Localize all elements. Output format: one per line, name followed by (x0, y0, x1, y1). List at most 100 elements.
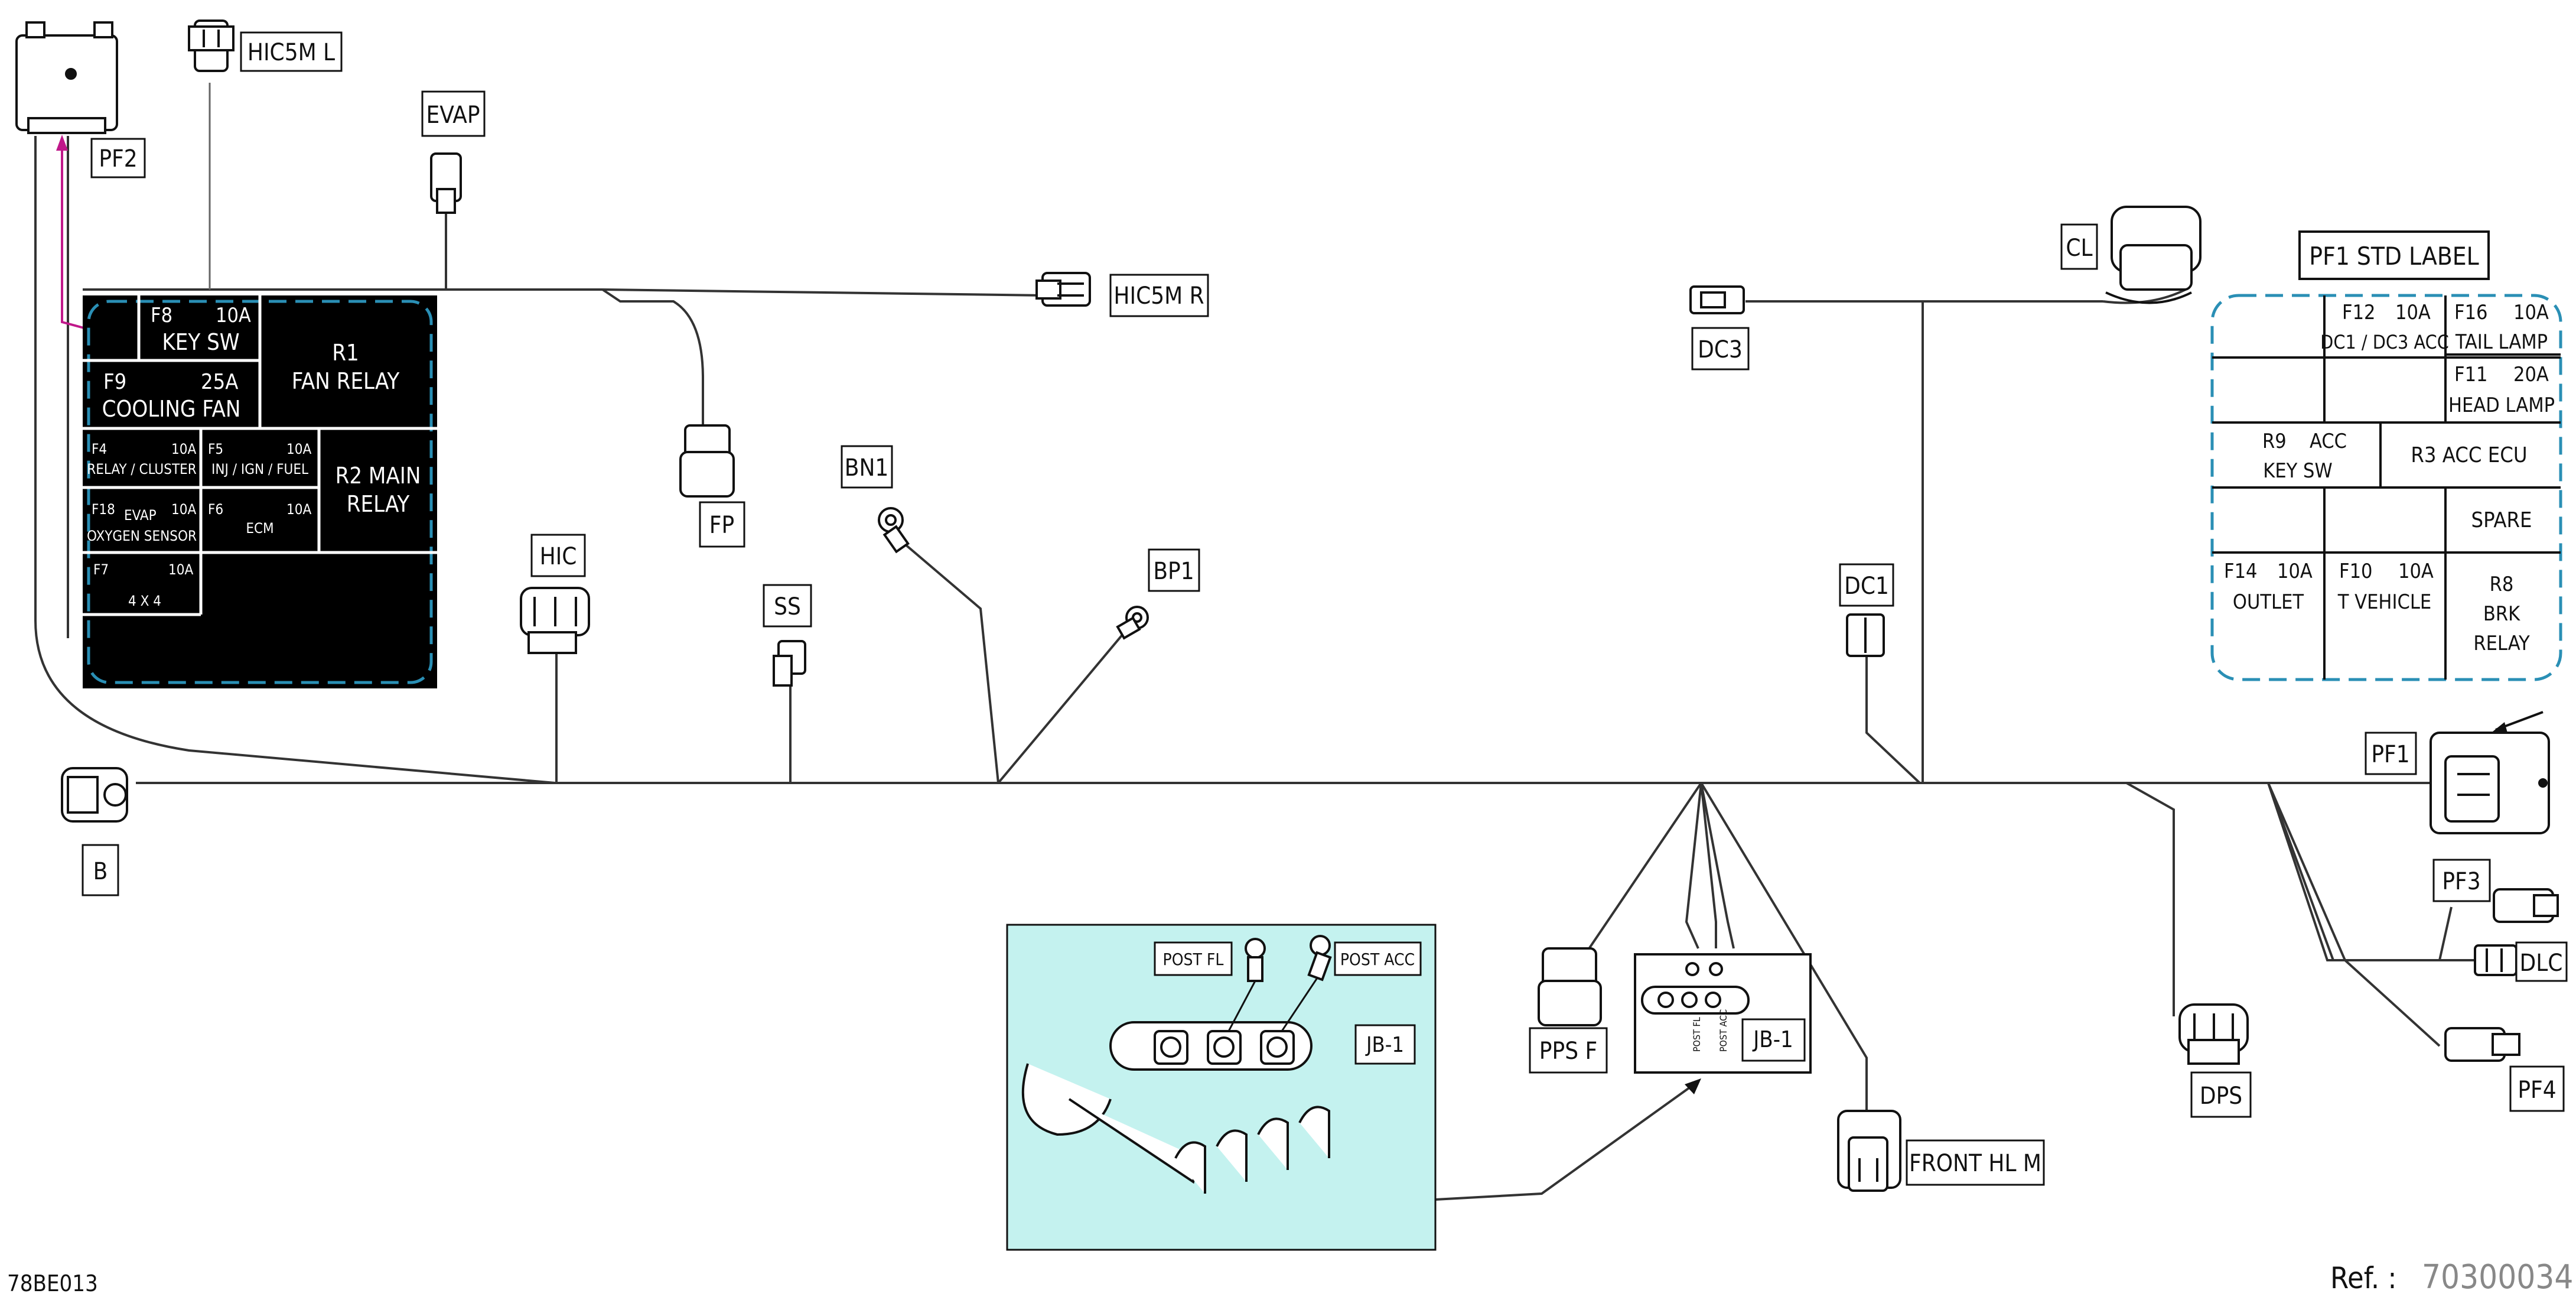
jb1-small-label: JB-1 (1752, 1026, 1793, 1052)
r2-line1: R2 MAIN (336, 463, 421, 489)
diagram-code: 78BE013 (7, 1270, 98, 1296)
pf3-connector-icon (2493, 888, 2559, 923)
pf1-label: PF1 (2371, 741, 2409, 768)
bn1-ring-terminal-icon (878, 507, 910, 554)
pf1-std-label: PF1 STD LABEL F12 10A DC1 / DC3 ACC F16 … (2210, 230, 2562, 681)
f14-rating: 10A (2277, 560, 2313, 583)
pf4-connector-icon (2444, 1027, 2520, 1062)
f18-sub: EVAP (124, 507, 157, 524)
pf2-connector-icon (15, 21, 118, 134)
r3-text: R3 ACC ECU (2411, 443, 2527, 467)
f18-rating: 10A (171, 501, 196, 518)
wire-harness (34, 83, 2475, 1201)
dps-label: DPS (2200, 1083, 2242, 1110)
pps-f-connector-icon (1538, 947, 1602, 1026)
f14-id: F14 (2224, 560, 2258, 583)
r2-line2: RELAY (347, 491, 410, 517)
bn1-label: BN1 (845, 454, 889, 482)
f10-id: F10 (2339, 560, 2373, 583)
pf3-label: PF3 (2442, 868, 2480, 895)
dlc-label: DLC (2520, 950, 2563, 977)
hic5m-l-label: HIC5M L (247, 39, 335, 66)
f6-rating: 10A (286, 501, 311, 518)
dlc-connector-icon (2474, 944, 2518, 976)
jb1-detail-label: JB-1 (1365, 1033, 1404, 1057)
label-boxes (82, 31, 2568, 1186)
dc1-connector-icon (1846, 613, 1885, 657)
b-label: B (93, 858, 108, 885)
fp-label: FP (709, 512, 734, 539)
hic5m-r-label: HIC5M R (1113, 282, 1204, 310)
dc3-connector-icon (1689, 285, 1745, 314)
jb1-small-box: POST FL POST ACC JB-1 (1634, 953, 1812, 1074)
spare-text: SPARE (2471, 508, 2532, 532)
bp1-label: BP1 (1153, 558, 1194, 585)
hic5m-l-connector-icon (188, 20, 235, 72)
post-acc-label: POST ACC (1340, 950, 1415, 969)
post-fl-label: POST FL (1163, 950, 1224, 969)
ss-label: SS (774, 593, 801, 620)
front-hl-m-label: FRONT HL M (1909, 1150, 2041, 1177)
f6-name: ECM (246, 520, 273, 537)
bp1-ring-terminal-icon (1116, 606, 1149, 640)
dc1-label: DC1 (1844, 573, 1889, 600)
r8-line1: R8 (2490, 573, 2514, 596)
f9-name: COOLING FAN (102, 396, 241, 422)
evap-label: EVAP (426, 102, 480, 129)
f16-name: TAIL LAMP (2455, 330, 2548, 354)
fp-connector-icon (679, 424, 735, 498)
hic5m-r-connector-icon (1035, 272, 1091, 307)
dps-connector-icon (2178, 1003, 2249, 1065)
f11-name: HEAD LAMP (2448, 394, 2555, 417)
pf2-label: PF2 (99, 145, 137, 173)
r9-name: KEY SW (2263, 459, 2332, 483)
pf1-label-title: PF1 STD LABEL (2309, 242, 2479, 271)
f7-rating: 10A (168, 561, 193, 578)
f8-name: KEY SW (162, 329, 239, 355)
f16-rating: 10A (2513, 301, 2549, 324)
f10-name: T VEHICLE (2337, 590, 2431, 614)
front-hl-m-connector-icon (1837, 1110, 1901, 1192)
r8-line3: RELAY (2473, 632, 2530, 655)
r9-id: R9 (2262, 430, 2287, 453)
f8-rating: 10A (216, 304, 251, 327)
f8-id: F8 (151, 304, 172, 327)
b-connector-icon (61, 767, 128, 823)
jb1-detail-panel: POST FL POST ACC JB-1 (1006, 924, 1437, 1251)
arrow-head-jb1 (1685, 1078, 1701, 1094)
hic-label: HIC (540, 543, 577, 570)
pf1-connector-icon (2430, 732, 2550, 834)
r1-id: R1 (332, 340, 359, 366)
jb1-small-post-acc: POST ACC (1718, 1009, 1729, 1052)
f5-id: F5 (208, 441, 223, 457)
f18-name: OXYGEN SENSOR (87, 528, 197, 544)
pf1-label-arrow (2493, 711, 2544, 733)
pf4-label: PF4 (2518, 1077, 2556, 1104)
f7-id: F7 (93, 561, 109, 578)
ref-label: Ref. : (2330, 1261, 2397, 1295)
ref-value: 703000341 (2422, 1258, 2576, 1296)
f4-rating: 10A (171, 441, 196, 457)
r9-sub: ACC (2310, 430, 2347, 453)
f9-rating: 25A (201, 370, 238, 394)
f14-name: OUTLET (2233, 590, 2304, 614)
magenta-arrow (56, 135, 84, 329)
f10-rating: 10A (2398, 560, 2434, 583)
f4-name: RELAY / CLUSTER (87, 461, 197, 477)
evap-connector-icon (430, 152, 462, 214)
f12-id: F12 (2342, 301, 2376, 324)
dc3-label: DC3 (1698, 336, 1743, 363)
f5-rating: 10A (286, 441, 311, 457)
f18-id: F18 (92, 501, 115, 518)
f9-id: F9 (103, 370, 126, 394)
jb1-small-post-fl: POST FL (1691, 1017, 1702, 1052)
pps-f-label: PPS F (1539, 1038, 1597, 1065)
f12-rating: 10A (2395, 301, 2431, 324)
f4-id: F4 (92, 441, 107, 457)
cl-connector-icon (2105, 206, 2202, 304)
f11-rating: 20A (2513, 363, 2549, 386)
f7-name: 4 X 4 (128, 593, 161, 609)
f5-name: INJ / IGN / FUEL (211, 461, 308, 477)
r8-line2: BRK (2483, 602, 2520, 626)
